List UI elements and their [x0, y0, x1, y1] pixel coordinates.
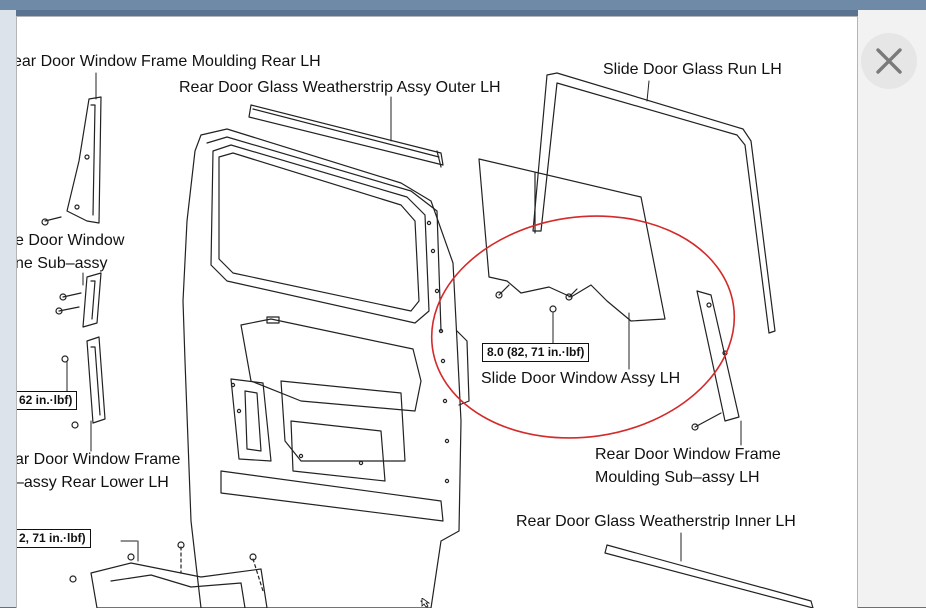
label-door-window-line2: ne Sub–assy: [16, 255, 108, 272]
glass-weatherstrip-outer-part: [248, 104, 444, 168]
close-icon: [876, 48, 902, 74]
viewer-right-pane: [858, 10, 926, 607]
diagram-sheet: ear Door Window Frame Moulding Rear LH R…: [16, 16, 858, 608]
parts-diagram: [41, 72, 814, 608]
left-edge-strip: [0, 10, 16, 607]
highlight-circle: [430, 215, 736, 439]
label-frame-rear-lower-line1: ar Door Window Frame: [16, 451, 181, 468]
label-frame-moulding-sub-line1: Rear Door Window Frame: [595, 446, 781, 463]
mouse-cursor-icon: [421, 598, 431, 607]
label-frame-moulding-sub-line2: Moulding Sub–assy LH: [595, 469, 760, 486]
label-glass-weatherstrip-outer: Rear Door Glass Weatherstrip Assy Outer …: [179, 79, 501, 96]
slide-door-glass-run-part: [532, 72, 776, 334]
torque-spec-center: 8.0 (82, 71 in.·lbf): [482, 343, 590, 362]
frame-sub-assy-part: [55, 272, 102, 328]
close-button[interactable]: [861, 33, 917, 89]
label-glass-weatherstrip-inner: Rear Door Glass Weatherstrip Inner LH: [516, 513, 796, 530]
leader-lines: [66, 72, 742, 562]
label-slide-door-glass-run: Slide Door Glass Run LH: [603, 61, 782, 78]
slide-door-window-glass-part: [478, 158, 666, 322]
label-frame-moulding-rear: ear Door Window Frame Moulding Rear LH: [16, 53, 321, 70]
window-top-bar: [0, 0, 926, 10]
window-regulator-part: [69, 541, 268, 608]
label-frame-rear-lower-line2: –assy Rear Lower LH: [16, 474, 169, 491]
glass-weatherstrip-inner-part: [604, 544, 814, 608]
torque-spec-left-bottom: 2, 71 in.·lbf): [17, 529, 91, 548]
label-door-window-line1: e Door Window: [16, 232, 125, 249]
frame-moulding-sub-right-part: [691, 290, 740, 431]
frame-rear-lower-part: [61, 336, 106, 429]
label-slide-door-window-assy: Slide Door Window Assy LH: [481, 370, 681, 387]
frame-moulding-rear-part: [41, 96, 102, 226]
door-panel-part: [182, 128, 470, 608]
torque-spec-left-top: 62 in.·lbf): [17, 391, 78, 410]
